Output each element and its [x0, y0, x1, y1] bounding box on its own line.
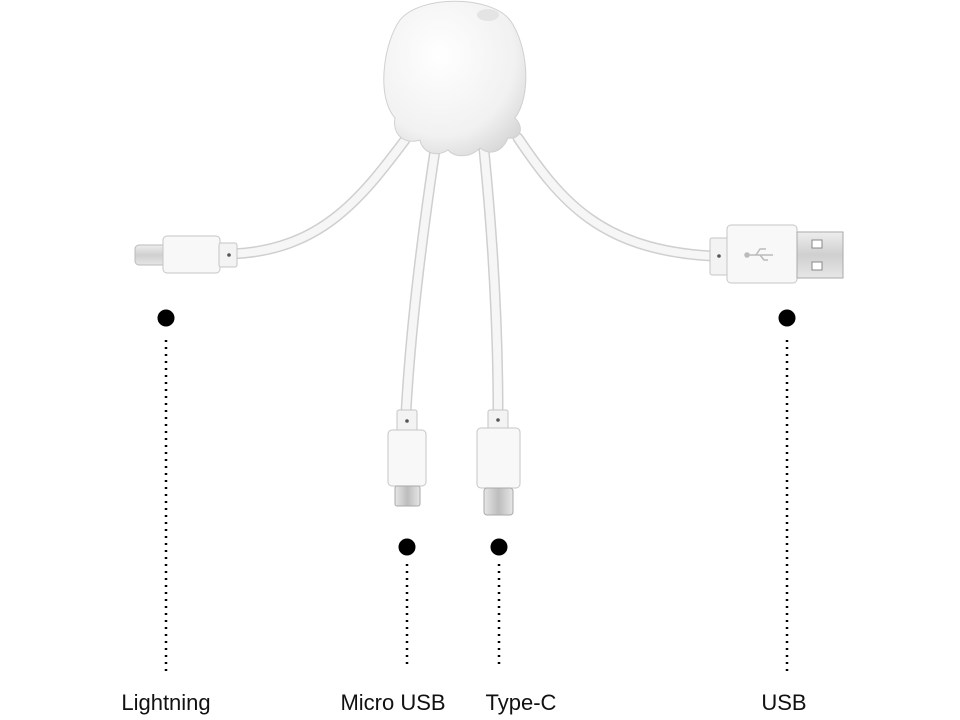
- label-micro-usb: Micro USB: [340, 690, 446, 715]
- label-type-c: Type-C: [485, 690, 557, 715]
- micro-usb-marker-dot: [398, 538, 416, 556]
- usb-a-connector: [709, 224, 844, 284]
- type-c-connector: [476, 409, 521, 516]
- lightning-cable: [226, 134, 411, 260]
- lightning-marker-dot: [157, 309, 175, 327]
- usb-symbol-icon: [744, 248, 773, 261]
- usb-marker-dot: [778, 309, 796, 327]
- markers: [157, 309, 796, 672]
- cables: [226, 132, 718, 418]
- type-c-marker-dot: [490, 538, 508, 556]
- lightning-connector: [134, 235, 238, 274]
- micro-usb-connector: [387, 409, 427, 507]
- label-lightning: Lightning: [121, 690, 211, 715]
- usb-cable: [512, 132, 718, 262]
- octopus-head: [383, 0, 527, 157]
- label-usb: USB: [761, 690, 807, 715]
